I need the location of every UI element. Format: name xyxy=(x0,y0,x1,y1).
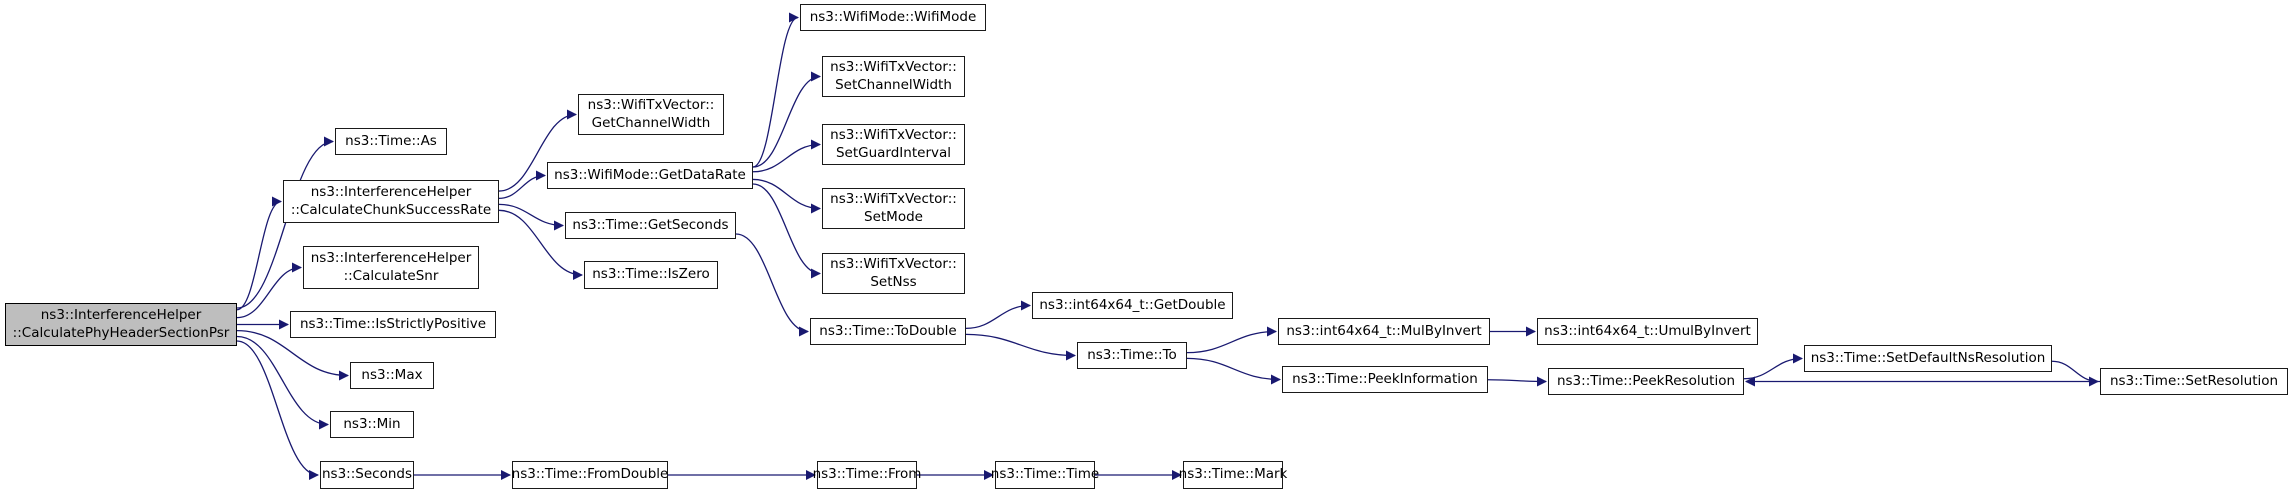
graph-node-label: ns3::int64x64_t::GetDouble xyxy=(1039,296,1226,313)
graph-node-label: ns3::Max xyxy=(361,366,423,383)
graph-node-wifi-tx-vector-set-nss[interactable]: ns3::WifiTxVector::SetNss xyxy=(822,253,965,294)
graph-node-wifi-tx-vector-set-mode[interactable]: ns3::WifiTxVector::SetMode xyxy=(822,188,965,229)
graph-node-time-get-seconds[interactable]: ns3::Time::GetSeconds xyxy=(565,212,736,239)
call-edge-calculate-phy-header-section-psr-to-time-as xyxy=(236,136,334,309)
graph-node-label: ns3::WifiTxVector:: xyxy=(830,255,957,272)
graph-node-label: ns3::Time::SetResolution xyxy=(2109,372,2279,389)
graph-node-wifi-tx-vector-set-guard-interval[interactable]: ns3::WifiTxVector::SetGuardInterval xyxy=(822,124,965,165)
graph-node-time-from[interactable]: ns3::Time::From xyxy=(813,461,921,489)
graph-node-time-set-resolution[interactable]: ns3::Time::SetResolution xyxy=(2100,368,2288,395)
call-edge-calculate-phy-header-section-psr-to-seconds xyxy=(236,340,319,480)
graph-node-label: GetChannelWidth xyxy=(591,114,711,131)
graph-node-time-as[interactable]: ns3::Time::As xyxy=(335,128,447,155)
graph-node-label: SetGuardInterval xyxy=(835,144,952,161)
graph-node-wifi-tx-vector-get-channel-width[interactable]: ns3::WifiTxVector::GetChannelWidth xyxy=(578,94,724,135)
call-edge-time-get-seconds-to-time-to-double xyxy=(735,233,809,337)
call-edge-wifi-mode-get-data-rate-to-wifi-tx-vector-set-guard-interval xyxy=(752,139,821,173)
call-edge-interference-helper-calculate-chunk-success-rate-to-wifi-mode-get-data-rate xyxy=(498,170,546,200)
graph-node-time-mark[interactable]: ns3::Time::Mark xyxy=(1179,461,1287,489)
graph-node-label: ns3::Time::From xyxy=(812,466,922,483)
graph-node-int64x64-t-get-double[interactable]: ns3::int64x64_t::GetDouble xyxy=(1032,292,1233,319)
graph-node-label: ns3::WifiTxVector:: xyxy=(830,58,957,75)
graph-node-int64x64-t-mul-by-invert[interactable]: ns3::int64x64_t::MulByInvert xyxy=(1278,318,1490,345)
call-edge-interference-helper-calculate-chunk-success-rate-to-wifi-tx-vector-get-channel-width xyxy=(498,109,577,192)
call-edge-time-set-default-ns-resolution-to-time-set-resolution xyxy=(2051,360,2099,387)
graph-node-label: ns3::WifiTxVector:: xyxy=(587,96,715,113)
graph-node-time-from-double[interactable]: ns3::Time::FromDouble xyxy=(512,461,668,489)
call-edge-calculate-phy-header-section-psr-to-min xyxy=(236,335,329,430)
graph-node-time-is-strictly-positive[interactable]: ns3::Time::IsStrictlyPositive xyxy=(290,311,496,338)
graph-node-label: ns3::Time::GetSeconds xyxy=(572,216,729,233)
call-edge-time-to-to-time-peek-information xyxy=(1186,357,1281,385)
graph-node-label: ns3::InterferenceHelper xyxy=(310,249,472,266)
graph-node-wifi-mode-wifi-mode[interactable]: ns3::WifiMode::WifiMode xyxy=(800,4,986,31)
call-edge-wifi-mode-get-data-rate-to-wifi-tx-vector-set-nss xyxy=(752,183,821,279)
graph-node-label: SetChannelWidth xyxy=(835,76,952,93)
graph-node-label: ::CalculateSnr xyxy=(343,267,439,284)
graph-node-label: ns3::InterferenceHelper xyxy=(40,306,202,323)
graph-node-label: ns3::Time::SetDefaultNsResolution xyxy=(1810,349,2046,366)
graph-node-label: ns3::WifiMode::WifiMode xyxy=(809,8,977,25)
graph-node-label: ns3::Time::ToDouble xyxy=(819,322,957,339)
graph-node-label: ::CalculatePhyHeaderSectionPsr xyxy=(12,324,230,341)
graph-node-min[interactable]: ns3::Min xyxy=(330,411,414,438)
graph-node-label: ns3::Time::To xyxy=(1087,346,1177,363)
call-edge-time-to-to-int64x64-t-mul-by-invert xyxy=(1186,326,1277,354)
graph-node-time-peek-information[interactable]: ns3::Time::PeekInformation xyxy=(1282,366,1488,393)
graph-node-label: ns3::Time::IsZero xyxy=(592,266,710,283)
graph-node-wifi-mode-get-data-rate[interactable]: ns3::WifiMode::GetDataRate xyxy=(547,162,753,189)
graph-node-label: ns3::WifiTxVector:: xyxy=(830,190,957,207)
graph-node-int64x64-t-umul-by-invert[interactable]: ns3::int64x64_t::UmulByInvert xyxy=(1537,318,1758,345)
graph-node-seconds[interactable]: ns3::Seconds xyxy=(320,461,414,489)
graph-node-label: ns3::WifiTxVector:: xyxy=(830,126,957,143)
graph-node-calculate-phy-header-section-psr: ns3::InterferenceHelper::CalculatePhyHea… xyxy=(5,303,237,346)
graph-node-label: ns3::Time::IsStrictlyPositive xyxy=(299,315,487,332)
call-edge-wifi-mode-get-data-rate-to-wifi-mode-wifi-mode xyxy=(752,12,799,168)
graph-node-time-set-default-ns-resolution[interactable]: ns3::Time::SetDefaultNsResolution xyxy=(1804,345,2052,372)
call-edge-calculate-phy-header-section-psr-to-interference-helper-calculate-snr xyxy=(236,262,302,319)
graph-node-label: ns3::Time::PeekInformation xyxy=(1292,370,1478,387)
graph-node-wifi-tx-vector-set-channel-width[interactable]: ns3::WifiTxVector::SetChannelWidth xyxy=(822,56,965,97)
graph-node-time-to[interactable]: ns3::Time::To xyxy=(1077,342,1187,369)
graph-node-time-is-zero[interactable]: ns3::Time::IsZero xyxy=(584,261,718,289)
call-edge-wifi-mode-get-data-rate-to-wifi-tx-vector-set-channel-width xyxy=(752,71,821,168)
graph-node-label: ns3::int64x64_t::MulByInvert xyxy=(1286,322,1482,339)
call-edge-time-to-double-to-int64x64-t-get-double xyxy=(965,300,1031,330)
graph-node-label: SetMode xyxy=(864,208,923,225)
graph-node-interference-helper-calculate-snr[interactable]: ns3::InterferenceHelper::CalculateSnr xyxy=(303,246,479,289)
call-edge-interference-helper-calculate-chunk-success-rate-to-time-get-seconds xyxy=(498,203,564,231)
graph-node-label: SetNss xyxy=(870,273,917,290)
graph-node-label: ns3::Seconds xyxy=(322,466,412,483)
call-edge-calculate-phy-header-section-psr-to-max xyxy=(236,329,349,381)
call-edge-time-peek-resolution-to-time-set-default-ns-resolution xyxy=(1743,353,1803,380)
graph-node-label: ns3::Time::Time xyxy=(990,466,1100,483)
graph-node-time-peek-resolution[interactable]: ns3::Time::PeekResolution xyxy=(1548,368,1744,395)
graph-node-label: ::CalculateChunkSuccessRate xyxy=(290,201,492,218)
graph-node-label: ns3::Time::PeekResolution xyxy=(1556,372,1736,389)
graph-node-label: ns3::Time::As xyxy=(345,132,437,149)
graph-node-interference-helper-calculate-chunk-success-rate[interactable]: ns3::InterferenceHelper::CalculateChunkS… xyxy=(283,180,499,223)
graph-node-time-to-double[interactable]: ns3::Time::ToDouble xyxy=(810,318,966,345)
call-edge-wifi-mode-get-data-rate-to-wifi-tx-vector-set-mode xyxy=(752,178,821,214)
graph-node-label: ns3::Time::Mark xyxy=(1178,466,1288,483)
call-edge-time-to-double-to-time-to xyxy=(965,333,1076,361)
call-edge-time-peek-information-to-time-peek-resolution xyxy=(1487,376,1547,387)
graph-node-max[interactable]: ns3::Max xyxy=(350,362,434,389)
graph-node-label: ns3::WifiMode::GetDataRate xyxy=(554,166,746,183)
graph-node-label: ns3::InterferenceHelper xyxy=(310,183,472,200)
graph-node-label: ns3::Time::FromDouble xyxy=(511,466,669,483)
graph-node-label: ns3::int64x64_t::UmulByInvert xyxy=(1544,322,1751,339)
graph-node-time-time[interactable]: ns3::Time::Time xyxy=(991,461,1099,489)
graph-node-label: ns3::Min xyxy=(343,415,401,432)
call-edge-calculate-phy-header-section-psr-to-interference-helper-calculate-chunk-success-rate xyxy=(236,196,282,311)
call-edge-interference-helper-calculate-chunk-success-rate-to-time-is-zero xyxy=(498,209,583,280)
